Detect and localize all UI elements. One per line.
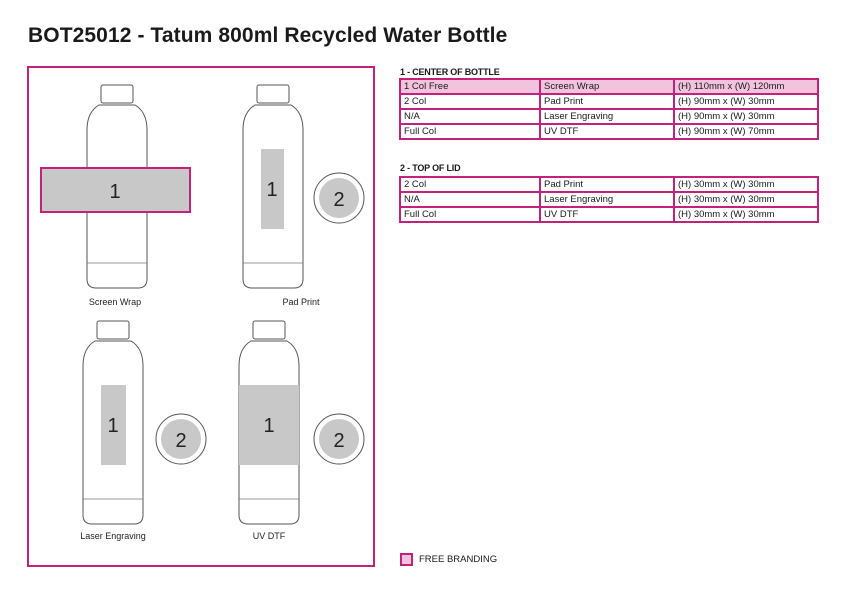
cell-colour: 2 Col (399, 176, 541, 193)
bottle-lid (96, 320, 130, 340)
cell-colour: Full Col (399, 123, 541, 140)
lid-print-label: 2 (333, 430, 344, 452)
table-row: Full Col UV DTF (H) 30mm x (W) 30mm (399, 206, 819, 223)
cell-colour: 1 Col Free (399, 78, 541, 95)
cell-method: Pad Print (539, 176, 675, 193)
cell-method: UV DTF (539, 206, 675, 223)
bottle-lid (252, 320, 286, 340)
lid-print-label: 2 (333, 189, 344, 211)
cell-colour: N/A (399, 108, 541, 125)
cell-size: (H) 30mm x (W) 30mm (673, 176, 819, 193)
cell-size: (H) 30mm x (W) 30mm (673, 206, 819, 223)
lid-print-area (161, 419, 201, 459)
print-area-laser (101, 385, 126, 465)
bottle-body (238, 340, 300, 525)
free-branding-swatch (400, 553, 413, 566)
caption-uv-dtf: UV DTF (252, 531, 286, 541)
bottle-body (82, 340, 144, 525)
bottle-lid (100, 84, 134, 104)
cell-method: Laser Engraving (539, 108, 675, 125)
table-row: N/A Laser Engraving (H) 90mm x (W) 30mm (399, 108, 819, 125)
cell-size: (H) 90mm x (W) 30mm (673, 93, 819, 110)
cell-colour: Full Col (399, 206, 541, 223)
bottle-diagram-panel: 1 1 2 1 2 (27, 66, 375, 567)
bottle-screen-wrap: 1 (40, 84, 191, 289)
lid-print-area (319, 178, 359, 218)
cell-colour: N/A (399, 191, 541, 208)
table-row: Full Col UV DTF (H) 90mm x (W) 70mm (399, 123, 819, 140)
cell-size: (H) 30mm x (W) 30mm (673, 191, 819, 208)
table-row: 2 Col Pad Print (H) 30mm x (W) 30mm (399, 176, 819, 193)
bottle-body (86, 104, 148, 289)
section-title-top-of-lid: 2 - TOP OF LID (400, 163, 461, 173)
caption-laser-engraving: Laser Engraving (80, 531, 146, 541)
bottle-lid (256, 84, 290, 104)
table-row-free: 1 Col Free Screen Wrap (H) 110mm x (W) 1… (399, 78, 819, 95)
print-area-label: 1 (263, 415, 274, 437)
print-area-label: 1 (266, 179, 277, 201)
bottle-uv-dtf: 1 2 (238, 320, 365, 525)
print-area-label: 1 (107, 415, 118, 437)
section-title-center-of-bottle: 1 - CENTER OF BOTTLE (400, 67, 500, 77)
print-area-wrap (40, 167, 191, 213)
bottle-body (242, 104, 304, 289)
lid-top-outline (155, 413, 207, 465)
lid-print-area (319, 419, 359, 459)
bottle-pad-print: 1 2 (242, 84, 365, 289)
caption-pad-print: Pad Print (282, 297, 320, 307)
lid-top-outline (313, 413, 365, 465)
cell-method: Laser Engraving (539, 191, 675, 208)
cell-size: (H) 90mm x (W) 30mm (673, 108, 819, 125)
print-area-label: 1 (109, 181, 120, 203)
bottle-diagram: 1 1 2 1 2 (40, 84, 365, 525)
table-row: 2 Col Pad Print (H) 90mm x (W) 30mm (399, 93, 819, 110)
cell-method: UV DTF (539, 123, 675, 140)
cell-method: Screen Wrap (539, 78, 675, 95)
cell-method: Pad Print (539, 93, 675, 110)
page-title: BOT25012 - Tatum 800ml Recycled Water Bo… (28, 24, 508, 47)
free-branding-legend: FREE BRANDING (400, 553, 497, 566)
center-of-bottle-table: 1 Col Free Screen Wrap (H) 110mm x (W) 1… (399, 78, 819, 140)
lid-top-outline (313, 172, 365, 224)
print-area-uv-dtf (239, 385, 299, 465)
cell-size: (H) 110mm x (W) 120mm (673, 78, 819, 95)
caption-screen-wrap: Screen Wrap (88, 297, 142, 307)
print-area-pad (261, 149, 284, 229)
cell-colour: 2 Col (399, 93, 541, 110)
bottle-laser-engraving: 1 2 (82, 320, 207, 525)
top-of-lid-table: 2 Col Pad Print (H) 30mm x (W) 30mm N/A … (399, 176, 819, 223)
table-row: N/A Laser Engraving (H) 30mm x (W) 30mm (399, 191, 819, 208)
lid-print-label: 2 (175, 430, 186, 452)
legend-label: FREE BRANDING (419, 554, 498, 565)
cell-size: (H) 90mm x (W) 70mm (673, 123, 819, 140)
